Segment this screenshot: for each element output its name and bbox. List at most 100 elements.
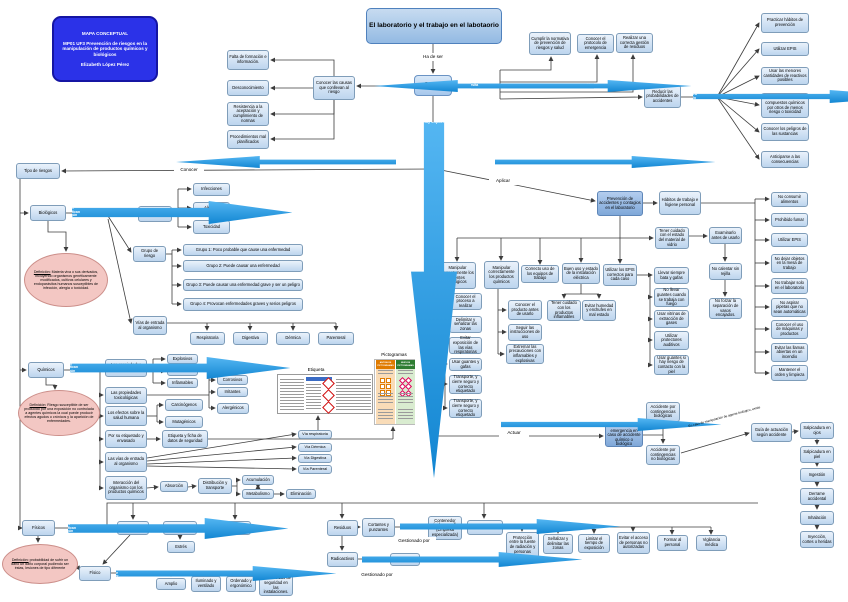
mb-transporte-2: Transporte, y cierre seguro y correcto e…: [449, 399, 482, 418]
ep-guantes-fuego: No llevar guantes cuando se trabaja con …: [654, 288, 689, 307]
parenteral: Parenteral: [318, 332, 354, 345]
infecciones: Infecciones: [193, 183, 230, 196]
def-biologicos: Definición: Materia viva o sus derivados…: [24, 253, 108, 307]
rad-acceso: Evitar el acceso de personas no autoriza…: [617, 532, 650, 554]
habitos-higiene: Hábitos de trabajo e higiene personal: [659, 191, 701, 215]
quimicos: Químicos: [28, 362, 64, 378]
def-quimicos: Definición: Riesgo susceptible de ser pr…: [18, 390, 100, 436]
absorcion: Absorción: [160, 481, 188, 492]
prevencion-accidentes: Prevención de accidentes y contagios en …: [597, 191, 643, 216]
efectos-salud: Los efectos sobre la salud humana: [105, 406, 147, 426]
estres: Estrés: [167, 541, 195, 553]
via-dermica: Vía Dérmica: [298, 443, 332, 452]
hab-epis: Utilizar EPIS: [771, 233, 808, 247]
manipular-quimicos: Manipular correctamente los productos qu…: [484, 261, 519, 289]
rad-limitar: Limitar el tiempo de exposición: [578, 534, 610, 553]
label-conocer: Conocer: [174, 166, 204, 174]
causa-resistencia: Resistencia a la aceptación y cumplimien…: [227, 102, 269, 126]
examinarlo: Examinarlo antes de usarlo: [709, 227, 742, 244]
irritantes: Irritantes: [217, 387, 248, 397]
no-forzar: No forzar la separación de vasos encajad…: [709, 298, 742, 319]
fisico: Físico: [79, 566, 111, 581]
g-ingestion: Ingestión: [800, 468, 834, 482]
eliminacion: Eliminación: [286, 489, 316, 499]
digestiva: Digestiva: [233, 332, 268, 345]
rad-formar: Formar al personal: [657, 535, 688, 551]
hab-maquinas: Conocer el uso de máquinas y productos: [771, 320, 808, 339]
grupo-riesgo: Grupo de riesgo: [133, 246, 166, 262]
mutagenicos: Mutagénicos: [165, 416, 203, 428]
via-respiratoria: Vía respiratoria: [298, 430, 332, 439]
no-calentar: No calentar sin rejilla: [709, 263, 742, 280]
def-fisicos: Definición: probabilidad de sufrir un da…: [2, 544, 78, 584]
hab-pipetas: No aspirar pipetas que no sean automátic…: [771, 298, 808, 317]
hab-fumar: Prohibido fumar: [771, 213, 808, 227]
biologicos: Biológicos: [30, 205, 66, 221]
tipo-riesgos: Tipo de riesgos: [16, 163, 60, 179]
causa-procedimientos: Procedimientos mal planificados: [227, 130, 269, 149]
grupo-2: Grupo 2: Puede causar una enfermedad: [183, 260, 303, 272]
rad-senalizar: Señalizar y delimitar las zonas: [543, 534, 573, 554]
radioactivos: Radioactivos: [327, 552, 358, 567]
label-pictogramas: Pictogramas: [370, 351, 418, 358]
causa-desconocimiento: Desconocimiento: [227, 80, 269, 96]
guia-actuacion: Guía de actuación según accidente: [751, 423, 792, 442]
cuidado-vidrio: Tener cuidado con el estado del material…: [655, 227, 689, 249]
label-etiqueta: Etiqueta: [296, 366, 336, 373]
derecha-habitos: Practicar hábitos de prevención: [761, 13, 809, 33]
ep-auditivos: Utilizar protectores auditivos: [654, 331, 689, 350]
derecha-epis: Utilizar EPIS: [761, 42, 809, 56]
ep-vitrinas: Usar vitrinas de extracción de gases: [654, 310, 689, 328]
cortantes: Cortantes y punzantes: [362, 518, 395, 537]
etiquetado-envasado: Por su etiquetado y envasado: [105, 430, 147, 448]
dermica: Dérmica: [276, 332, 310, 345]
mb-delimitar: Delimitar y señalizar las zonas: [449, 316, 482, 333]
rad-vigilancia: Vigilancia médica: [696, 535, 727, 551]
via-parenteral: Vía Parenteral: [298, 465, 332, 474]
plan-emergencia: Plan de emergencia en caso de accidente …: [605, 423, 643, 447]
label-ha-de-ser: Ha de ser: [413, 53, 453, 61]
grupo-3: Grupo 3: Puede causar una enfermedad gra…: [183, 279, 303, 291]
carcinogenos: Carcinógenos: [165, 399, 203, 411]
label-gestionado-2: Gestionado por: [355, 571, 399, 578]
norma-prevencion: Cumplir la normativa de prevención de ri…: [529, 32, 571, 55]
etiqueta-ficha: Etiqueta y ficha de datos de seguridad: [162, 430, 208, 448]
mb-exposicion: Evitar exposición de las vías respirator…: [449, 336, 482, 354]
causa-formacion: Falta de formación e información.: [227, 50, 269, 70]
mb-proceso: Conocer el proceso a realizar: [449, 293, 482, 310]
mb-transporte-1: Transporte, y cierre seguro y correcto e…: [449, 375, 482, 394]
derecha-cantidades: Usar las menores cantidades de reactivos…: [761, 67, 809, 85]
hab-objetos: No dejar objetos en la mesa de trabajo: [771, 254, 808, 273]
rad-proteccion: Protección entre la fuente de radiación …: [506, 532, 539, 558]
elec-inflamables: Tener cuidado con los productos inflamab…: [547, 300, 581, 321]
mb-guantes: Usar guantes y gafas: [449, 358, 482, 371]
explosivos: Explosivos: [167, 354, 198, 364]
mq-conocer: Conocer el producto antes de usarlo: [508, 300, 542, 320]
prop-toxicologicas: Las propiedades toxicológicas: [105, 387, 147, 404]
label-aplicar: Aplicar: [489, 177, 517, 185]
acumulacion: Acumulación: [242, 475, 274, 485]
hab-solo: No trabajar solo en el laboratorio: [771, 278, 808, 294]
via-digestiva: Vía Digestiva: [298, 454, 332, 463]
g-salpicadura-ojos: Salpicadura en ojos: [800, 422, 834, 439]
vias-entrada-qui: Las vías de entrada al organismo: [105, 452, 147, 472]
iluminado: Iluminado y ventilado: [191, 576, 221, 592]
hab-llamas: Evitar las llamas abiertas en un incendi…: [771, 343, 808, 362]
norma-protocolo: Conocer el protocolo de emergencia: [577, 34, 614, 53]
alergenicos: Alergénicos: [217, 403, 249, 414]
ordenado: Ordenado y ergonómico: [226, 576, 256, 592]
label-actuar: Actuar: [499, 429, 529, 437]
grupo-4: Grupo 4: Provocan enfermedades graves y …: [183, 298, 303, 311]
distribucion: Distribución y transporte: [198, 478, 232, 494]
hab-orden: Mantener el orden y limpieza: [771, 365, 808, 381]
ep-bata: Llevar siempre bata y gafas: [654, 267, 689, 284]
norma-residuos: Realizar una correcta gestión de residuo…: [616, 33, 653, 53]
brand-box: MAPA CONCEPTUAL MP01 UF3 Prevención de r…: [52, 16, 158, 82]
grupo-1: Grupo 1: Poco probable que cause una enf…: [183, 244, 303, 256]
g-inyeccion: Inyección, cortes o heridas: [800, 531, 834, 548]
derecha-anticiparse: Anticiparse a las consecuencias: [761, 151, 809, 168]
g-salpicadura-piel: Salpicadura en piel: [800, 446, 834, 463]
ep-guantes-piel: Usar guantes si hay riesgo de contacto c…: [654, 355, 689, 375]
